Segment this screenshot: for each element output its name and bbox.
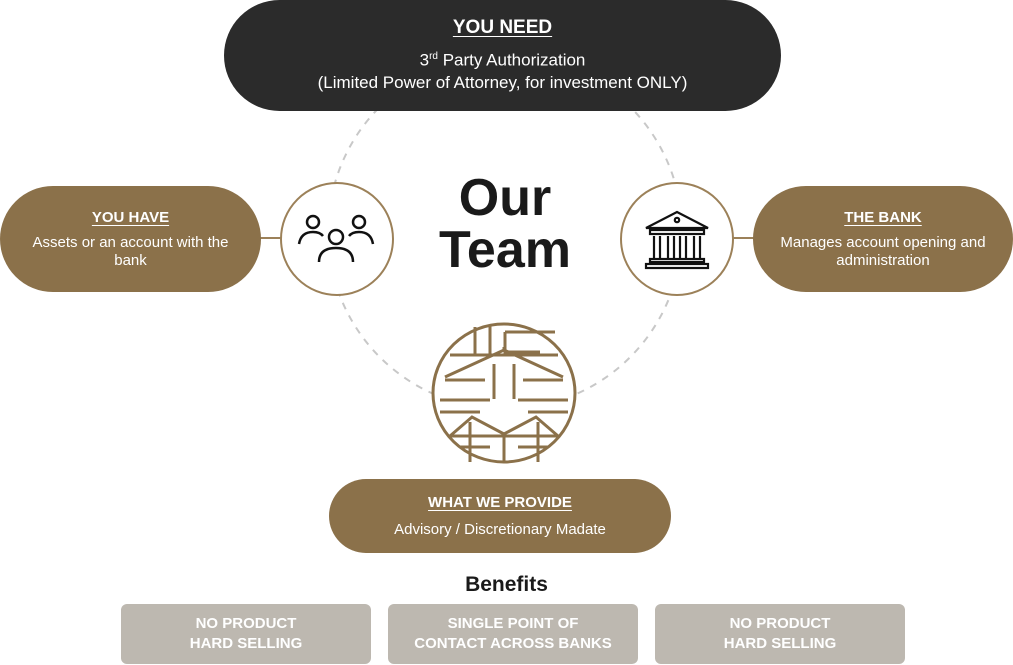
bank-icon [644, 210, 710, 270]
the-bank-pill: THE BANK Manages account opening and adm… [753, 186, 1013, 292]
you-have-text: Assets or an account with the bank [32, 233, 229, 269]
you-have-pill: YOU HAVE Assets or an account with the b… [0, 186, 261, 292]
the-bank-heading: THE BANK [844, 208, 922, 226]
people-icon [297, 214, 375, 263]
bank-circle [620, 182, 734, 296]
you-have-heading: YOU HAVE [91, 208, 170, 226]
you-need-pill: YOU NEED 3rd Party Authorization (Limite… [224, 0, 781, 111]
you-need-heading: YOU NEED [452, 16, 553, 38]
the-bank-text: Manages account opening and administrati… [780, 233, 986, 269]
we-provide-text: Advisory / Discretionary Madate [394, 521, 606, 538]
people-circle [280, 182, 394, 296]
what-we-provide-pill: WHAT WE PROVIDE Advisory / Discretionary… [329, 479, 671, 553]
benefits-title: Benefits [465, 573, 548, 596]
you-need-line2: (Limited Power of Attorney, for investme… [317, 73, 688, 93]
we-provide-heading: WHAT WE PROVIDE [428, 494, 572, 511]
team-logo-emblem [431, 322, 577, 464]
you-need-line1: 3rd Party Authorization [419, 50, 586, 70]
